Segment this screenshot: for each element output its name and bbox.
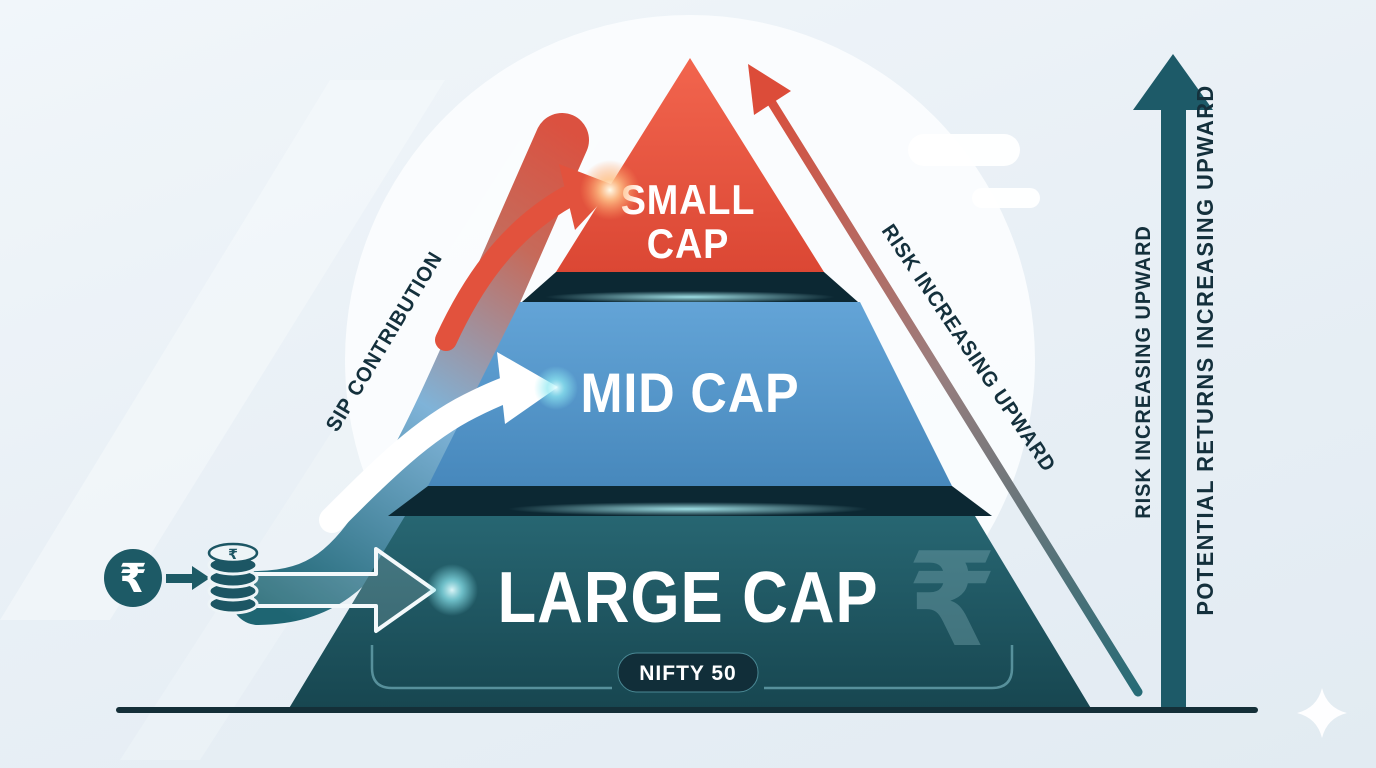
small-cap-label-line2: CAP: [647, 221, 729, 267]
small-cap-label-line1: SMALL: [621, 177, 756, 223]
nifty-badge: [617, 652, 759, 693]
rupee-watermark-icon: ₹: [907, 524, 997, 676]
transfer-arrow-shaft: [166, 574, 192, 583]
glow-large-cap-tip: [426, 564, 478, 616]
background-streak: [0, 80, 445, 620]
mid-cap-flow-arrow-icon: [497, 352, 558, 424]
risk-diagonal-line: [767, 98, 1143, 697]
risk-vertical-label: RISK INCREASING UPWARD: [1132, 225, 1156, 518]
large-cap-label: LARGE CAP: [498, 558, 879, 638]
mid-cap-label: MID CAP: [580, 363, 799, 425]
sip-flow-band: [231, 113, 589, 625]
plinth-glow: [545, 291, 835, 303]
pyramid-level-large-cap: [288, 516, 1092, 710]
nifty-bracket: [370, 645, 1014, 690]
vertical-axis-shaft: [1161, 102, 1186, 712]
plinth-glow: [508, 502, 868, 516]
rupee-coin-icon: [104, 549, 162, 607]
pyramid-level-mid-cap: [428, 302, 952, 486]
motion-streak: [908, 134, 1020, 166]
motion-streak: [972, 188, 1040, 208]
nifty-badge-label: NIFTY 50: [639, 662, 736, 685]
large-cap-flow-arrow-icon: [250, 547, 436, 633]
coin-rupee-symbol: ₹: [228, 547, 238, 563]
baseline: [116, 707, 1258, 713]
glow-mid-cap-tip: [534, 366, 578, 410]
transfer-arrow-icon: [192, 566, 210, 590]
glow-small-cap-tip: [580, 160, 640, 220]
small-cap-flow-arrow-tail: [435, 186, 578, 351]
coin-stack-icon: ₹: [207, 542, 259, 615]
pyramid-level-small-cap: [556, 58, 824, 272]
rupee-symbol: ₹: [119, 556, 147, 602]
potential-returns-vertical-label: POTENTIAL RETURNS INCREASING UPWARD: [1192, 84, 1218, 615]
sparkle-icon: [1297, 688, 1347, 738]
risk-diagonal-arrowhead-icon: [748, 64, 791, 115]
vertical-axis-arrowhead-icon: [1133, 54, 1213, 110]
mid-cap-flow-arrow-tail: [319, 376, 521, 533]
